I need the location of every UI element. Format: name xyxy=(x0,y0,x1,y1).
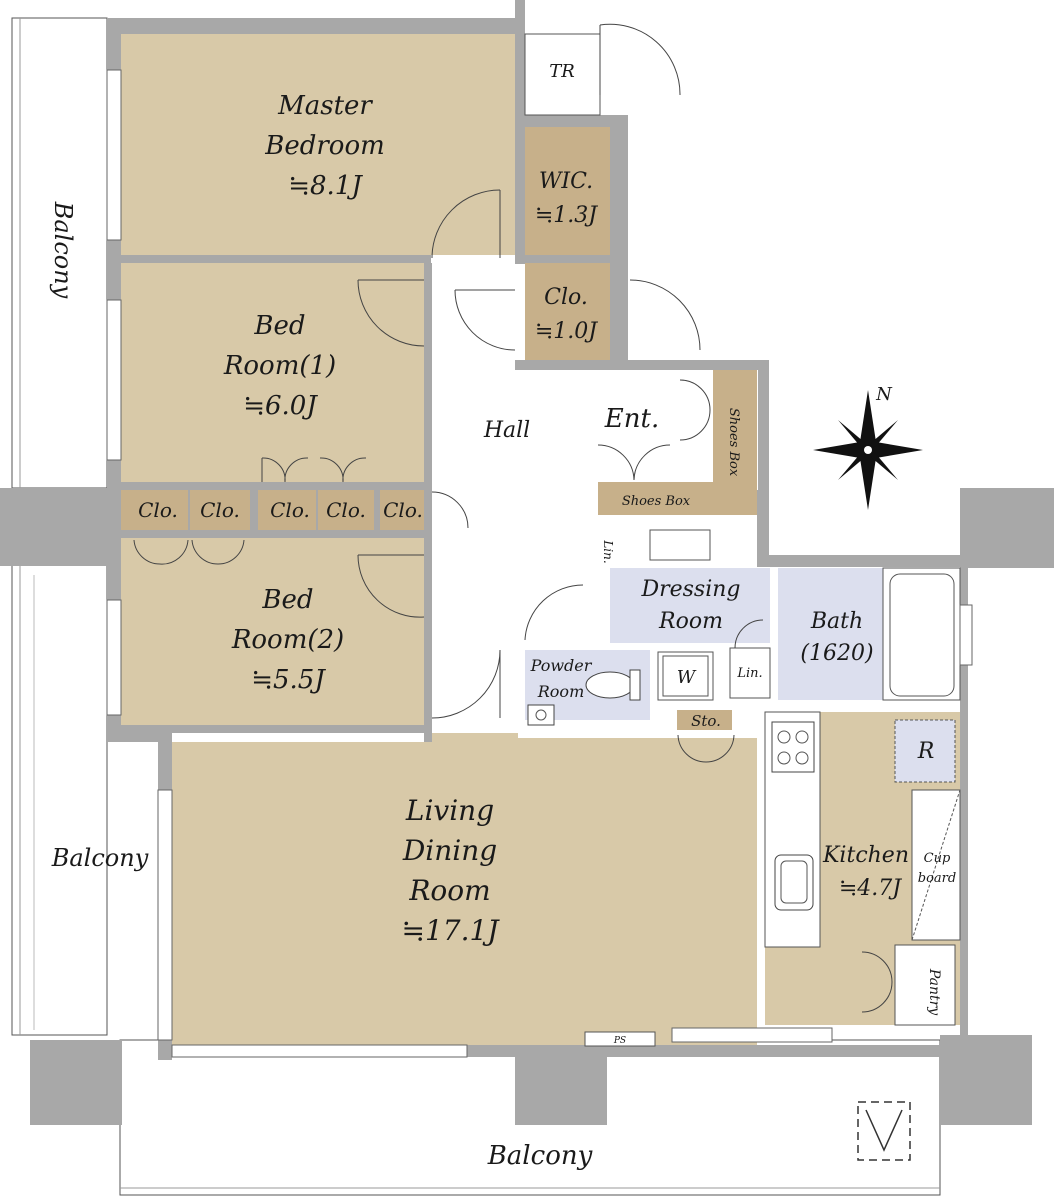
bedroom1-label-2: Room(1) xyxy=(223,351,336,381)
refrigerator-area xyxy=(894,719,956,783)
living-dining-area xyxy=(172,733,757,1045)
windows xyxy=(106,69,973,1058)
kitchen-size: ≒4.7J xyxy=(839,876,902,901)
wic-size: ≒1.3J xyxy=(535,203,598,228)
pantry-area xyxy=(894,944,956,1026)
ac-unit-icon xyxy=(857,1101,911,1161)
cupboard-label-2: board xyxy=(918,871,956,886)
kitchen-label: Kitchen xyxy=(822,843,909,868)
lin-bath-label: Lin. xyxy=(736,666,762,681)
bathtub-shape xyxy=(889,573,955,697)
clo-small-label: Clo. xyxy=(544,285,588,310)
cupboard-label-1: Cup xyxy=(924,851,951,866)
lin-bath-box xyxy=(729,647,771,699)
lin-hall-label: Lin. xyxy=(601,539,615,563)
closet-label-4: Clo. xyxy=(326,498,366,522)
dressing-room-label-2: Room xyxy=(658,609,723,634)
bedroom2-size: ≒5.5J xyxy=(251,665,326,695)
living-size: ≒17.1J xyxy=(401,914,500,947)
shoes-box-horizontal-label: Shoes Box xyxy=(622,494,691,509)
washer-label: W xyxy=(677,667,697,688)
hall-label: Hall xyxy=(483,418,530,443)
hall-area xyxy=(432,263,515,643)
balcony-west-lower-label: Balcony xyxy=(51,844,149,872)
balcony-west xyxy=(11,17,108,1036)
refrigerator-label: R xyxy=(917,739,935,764)
master-bedroom-area xyxy=(121,34,515,255)
living-label-3: Room xyxy=(408,874,490,907)
living-label-1: Living xyxy=(405,794,494,827)
living-label-2: Dining xyxy=(402,834,497,867)
bath-label-2: (1620) xyxy=(800,641,873,666)
bedroom1-label-1: Bed xyxy=(253,311,305,341)
entrance-label: Ent. xyxy=(604,404,659,434)
washbasin-icon xyxy=(527,704,555,726)
bedroom2-label-1: Bed xyxy=(261,585,313,615)
storage-label: Sto. xyxy=(691,712,721,730)
wic-label: WIC. xyxy=(539,169,593,194)
dressing-room-area xyxy=(610,568,770,643)
bath-label-1: Bath xyxy=(810,609,863,634)
bedroom1-size: ≒6.0J xyxy=(243,391,318,421)
ps-box xyxy=(584,1031,656,1047)
balcony-south-label: Balcony xyxy=(487,1141,593,1171)
toilet-icon xyxy=(585,669,641,701)
master-bedroom-label-1: Master xyxy=(277,91,373,121)
pantry-label: Pantry xyxy=(926,968,942,1016)
shoes-box-horizontal-area xyxy=(598,482,713,515)
storage-area xyxy=(677,710,732,730)
closet-label-2: Clo. xyxy=(200,498,240,522)
closet-label-5: Clo. xyxy=(383,498,423,522)
compass-north-label: N xyxy=(875,384,893,405)
shoes-box-vertical-label: Shoes Box xyxy=(726,408,741,477)
dressing-room-label-1: Dressing xyxy=(640,577,740,602)
master-bedroom-label-2: Bedroom xyxy=(264,131,385,161)
master-bedroom-size: ≒8.1J xyxy=(288,171,363,201)
ps-label: PS xyxy=(613,1036,626,1046)
kitchen-sink-icon xyxy=(774,854,814,911)
bedroom2-area xyxy=(121,538,424,725)
hall-sink xyxy=(649,529,711,561)
wic-area xyxy=(525,127,610,255)
compass-icon xyxy=(813,390,923,510)
stove-icon xyxy=(771,721,815,773)
doors xyxy=(133,23,893,1013)
clo-small-area xyxy=(525,263,610,360)
closet-label-1: Clo. xyxy=(138,498,178,522)
tr-label: TR xyxy=(549,61,575,82)
bedroom1-area xyxy=(121,263,424,482)
powder-room-label-1: Powder xyxy=(530,656,593,675)
clo-small-size: ≒1.0J xyxy=(535,319,598,344)
bedroom2-label-2: Room(2) xyxy=(231,625,344,655)
powder-room-label-2: Room xyxy=(537,682,584,701)
shoes-box-vertical-area xyxy=(713,370,757,515)
balcony-west-upper-label: Balcony xyxy=(49,201,77,299)
bath-area xyxy=(778,568,883,700)
closet-strip xyxy=(121,490,424,530)
closet-label-3: Clo. xyxy=(270,498,310,522)
